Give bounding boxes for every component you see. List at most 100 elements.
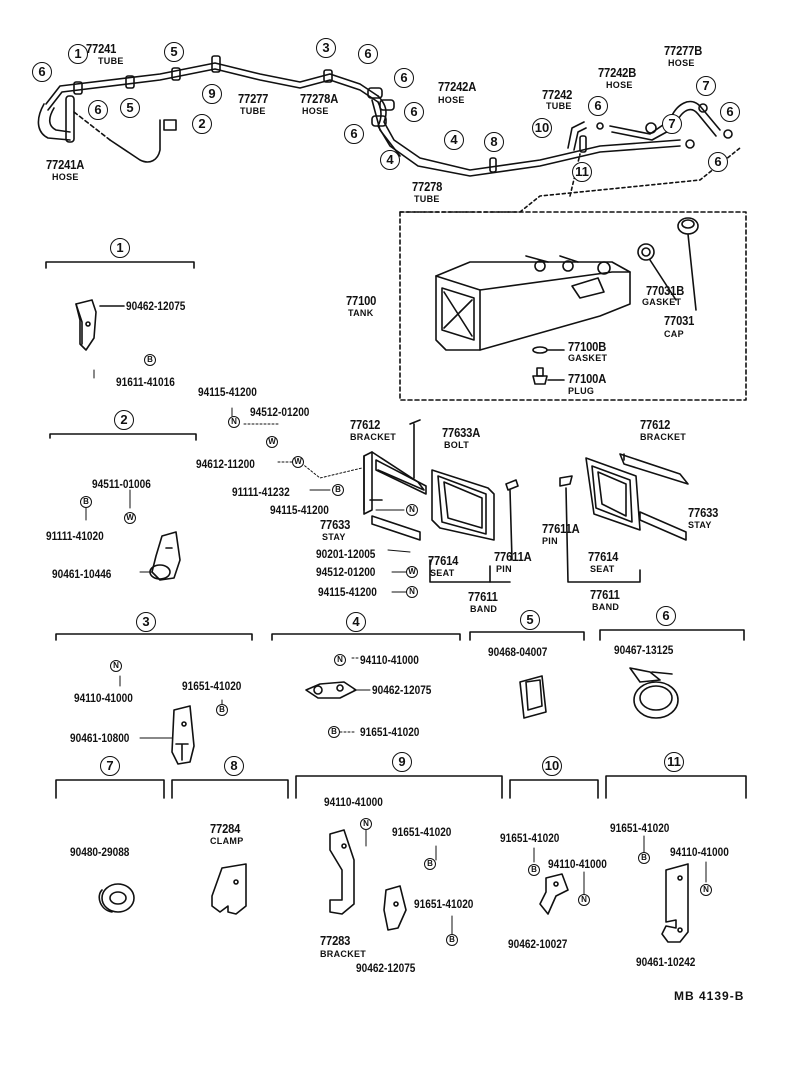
hose-77242A-number: 77242A	[438, 79, 477, 94]
pin-right-name: PIN	[542, 536, 558, 546]
nut-mark-d10: N	[578, 894, 590, 906]
seat-right-number: 77614	[588, 549, 619, 564]
hose-77242A-name: HOSE	[438, 95, 465, 105]
part-91651-41020-d9b: 91651-41020	[414, 897, 474, 911]
stay-right-number: 77633	[688, 505, 719, 520]
nut-mark-d9: N	[360, 818, 372, 830]
detail-6-clamp	[629, 667, 679, 719]
part-91111-41232: 91111-41232	[232, 485, 290, 499]
band-left-name: BAND	[470, 604, 498, 614]
detail-8-number: 8	[224, 756, 244, 776]
leader-lines	[85, 369, 707, 935]
hose-77242B-name: HOSE	[606, 80, 633, 90]
detail-2-clamp	[149, 531, 181, 581]
hose-77278A-name: HOSE	[302, 106, 329, 116]
pin-right-number: 77611A	[542, 521, 580, 536]
callout-6h: 6	[708, 152, 728, 172]
tube-77242-number: 77242	[542, 87, 573, 102]
part-90480-29088: 90480-29088	[70, 845, 130, 859]
callout-6a: 6	[32, 62, 52, 82]
detail-3-clamp	[171, 705, 195, 765]
tube-77277-number: 77277	[238, 91, 269, 106]
detail-4-number: 4	[346, 612, 366, 632]
detail-11-number: 11	[664, 752, 684, 772]
hose-77241A-name: HOSE	[52, 172, 79, 182]
detail-4-clamp	[305, 681, 357, 699]
diagram-code: MB 4139-B	[674, 989, 745, 1003]
part-90462-12075-d9: 90462-12075	[356, 961, 416, 975]
part-90467-13125: 90467-13125	[614, 643, 674, 657]
callout-10: 10	[532, 118, 552, 138]
bolt-77633A-name: BOLT	[444, 440, 470, 450]
part-94511-01006: 94511-01006	[92, 477, 151, 491]
bolt-mark: B	[144, 354, 156, 366]
callout-6b: 6	[358, 44, 378, 64]
seat-right-name: SEAT	[590, 564, 615, 574]
callout-6g: 6	[720, 102, 740, 122]
callout-11: 11	[572, 162, 592, 182]
detail-1-clamp	[75, 299, 125, 351]
cap-name: CAP	[664, 329, 684, 339]
bolt-mark-d4: B	[328, 726, 340, 738]
part-91651-41020-d4: 91651-41020	[360, 725, 420, 739]
stay-left-number: 77633	[320, 517, 351, 532]
tank-name: TANK	[348, 308, 374, 318]
pin-left-number: 77611A	[494, 549, 532, 564]
hose-77242B-number: 77242B	[598, 65, 637, 80]
band-right-number: 77611	[590, 587, 620, 602]
gasket-77031B-number: 77031B	[646, 283, 685, 298]
tube-77278-number: 77278	[412, 179, 443, 194]
part-94512-01200-b: 94512-01200	[316, 565, 376, 579]
detail-1-number: 1	[110, 238, 130, 258]
part-90462-12075: 90462-12075	[126, 299, 186, 313]
part-90461-10800: 90461-10800	[70, 731, 130, 745]
part-94612-11200: 94612-11200	[196, 457, 255, 471]
part-94110-41000-d9: 94110-41000	[324, 795, 383, 809]
part-94110-41000-d3: 94110-41000	[74, 691, 133, 705]
part-94115-41200-b: 94115-41200	[270, 503, 329, 517]
part-91651-41020-d3: 91651-41020	[182, 679, 242, 693]
detail-7-grommet	[98, 883, 135, 913]
callout-6d: 6	[404, 102, 424, 122]
detail-7-number: 7	[100, 756, 120, 776]
nut-mark-a: N	[228, 416, 240, 428]
nut-mark-d4: N	[334, 654, 346, 666]
part-94512-01200-a: 94512-01200	[250, 405, 310, 419]
part-90462-10027: 90462-10027	[508, 937, 568, 951]
detail-10-number: 10	[542, 756, 562, 776]
part-91611-41016: 91611-41016	[116, 375, 175, 389]
pin-left-name: PIN	[496, 564, 512, 574]
nut-mark-d3: N	[110, 660, 122, 672]
band-left-number: 77611	[468, 589, 498, 604]
plug-name: PLUG	[568, 386, 595, 396]
callout-3: 3	[316, 38, 336, 58]
bracket-77283-number: 77283	[320, 933, 351, 948]
bolt-mark-d9b: B	[446, 934, 458, 946]
part-90461-10242: 90461-10242	[636, 955, 696, 969]
gasket-77031B-name: GASKET	[642, 297, 682, 307]
tube-77278-name: TUBE	[414, 194, 440, 204]
callout-7b: 7	[662, 114, 682, 134]
bolt-mark-d3: B	[216, 704, 228, 716]
bracket-77283-name: BRACKET	[320, 949, 367, 959]
washer-mark-d2: W	[124, 512, 136, 524]
callout-9: 9	[202, 84, 222, 104]
washer-mark-b: W	[292, 456, 304, 468]
bolt-mark-d9a: B	[424, 858, 436, 870]
stay-right-name: STAY	[688, 520, 712, 530]
detail-2-number: 2	[114, 410, 134, 430]
tank-number: 77100	[346, 293, 377, 308]
gasket-77100B-number: 77100B	[568, 339, 607, 354]
hose-77277B-name: HOSE	[668, 58, 695, 68]
detail-5-number: 5	[520, 610, 540, 630]
tank-detail-box	[399, 211, 747, 401]
callout-7a: 7	[696, 76, 716, 96]
callout-4b: 4	[380, 150, 400, 170]
bolt-mark-d2: B	[80, 496, 92, 508]
detail-9-bracket	[329, 829, 407, 931]
callout-8: 8	[484, 132, 504, 152]
detail-11-clamp	[661, 863, 689, 943]
hose-77241A-number: 77241A	[46, 157, 85, 172]
